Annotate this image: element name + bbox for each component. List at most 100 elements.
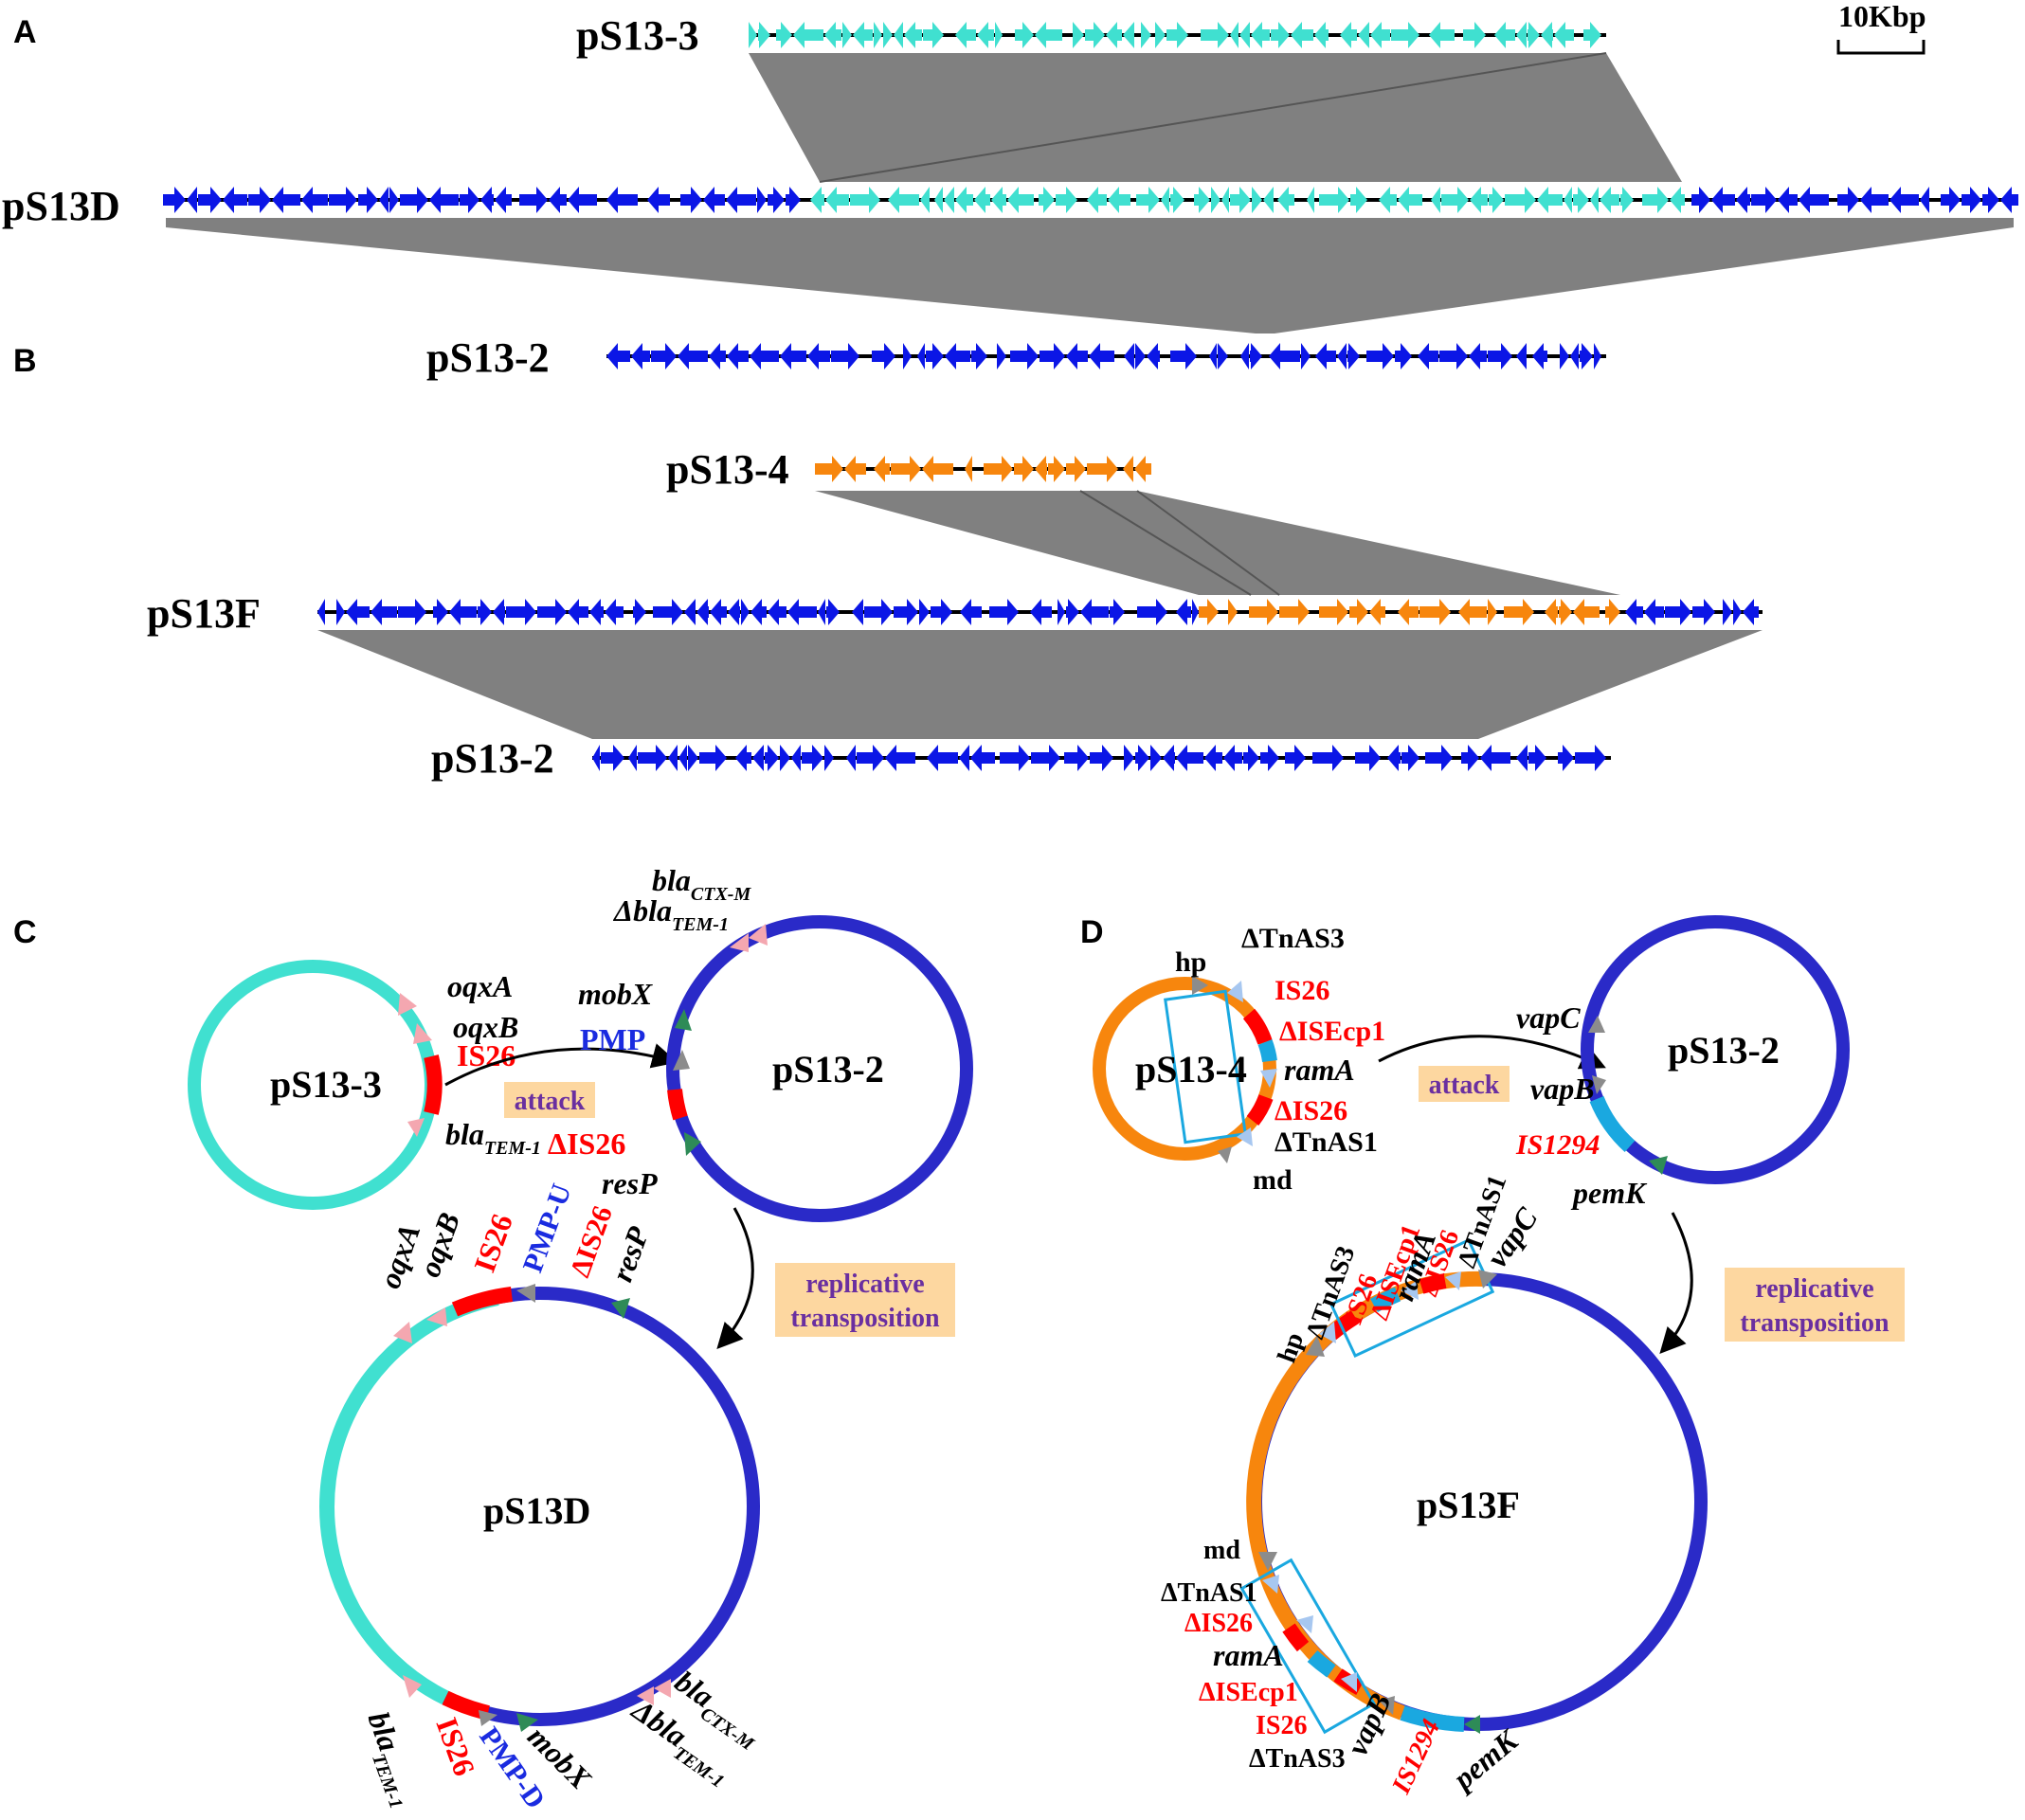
gene-arrow [1489,187,1504,213]
gene-arrow [1391,22,1419,48]
gene-arrow [1110,599,1125,625]
gene-label-is26: IS26 [467,1210,519,1277]
gene-arrow [223,187,247,213]
gene-arrow [1575,745,1606,771]
panel-label-d: D [1080,914,1104,950]
gene-arrow [429,187,459,213]
track-label-ps13f: pS13F [147,590,261,637]
gene-arrow [850,187,880,213]
gene-arrow [824,745,834,771]
scale-bar-label: 10Kbp [1838,0,1926,33]
gene-arrow [926,343,944,369]
gene-arrow [1554,22,1574,48]
gene-arrow [1170,343,1197,369]
gene-arrow [678,343,708,369]
gene-arrow [995,22,1003,48]
gene-arrow [857,745,884,771]
gene-arrow [568,187,597,213]
track-label-ps13-2-b: pS13-2 [431,735,554,782]
gene-arrow [991,187,1006,213]
gene-arrow [1134,456,1151,482]
gene-arrow [922,456,953,482]
gene-label-tnas3-b: ΔTnAS3 [1249,1744,1346,1774]
gene-arrow-oqxB [426,1307,447,1326]
gene-arrow [1379,187,1397,213]
gene-arrow [1251,22,1270,48]
gene-arrow [1277,187,1294,213]
gene-arrow [780,745,790,771]
gene-arrow [1711,187,1735,213]
gene-arrow [1243,745,1259,771]
gene-arrow [818,599,825,625]
is26-segment [1419,1273,1447,1294]
gene-arrow [787,599,817,625]
gene-arrow [1439,343,1468,369]
is26-segment [667,1089,688,1121]
gene-arrow-pemK [1464,1715,1480,1734]
gene-label-delta-is26-b: ΔIS26 [1184,1609,1253,1638]
gene-arrow [768,187,785,213]
gene-label-pemK: pemK [1444,1721,1526,1797]
gene-arrow [934,187,943,213]
gene-arrow [1014,456,1034,482]
gene-arrow [1941,187,1961,213]
gene-arrow-ramA [1260,1069,1277,1088]
panel-label-b: B [13,343,37,379]
gene-arrow [1419,599,1451,625]
gene-label-delta-bla: ΔblaTEM-1 [612,893,729,935]
gene-arrow [846,745,856,771]
gene-arrow-resP [684,1132,701,1156]
transposition-arrow [716,1207,754,1349]
gene-arrow [1692,599,1715,625]
gene-arrow [1228,599,1238,625]
gene-arrow [606,187,638,213]
gene-arrow [1441,187,1469,213]
gene-arrow [605,599,624,625]
gene-label-is26-b: IS26 [1256,1711,1307,1740]
gene-arrow-oqxB [413,1023,432,1044]
gene-label-is1294: IS1294 [1515,1129,1600,1161]
gene-arrow [1150,745,1162,771]
gene-arrow-md [1218,1146,1232,1163]
gene-arrow [757,187,767,213]
gene-arrow [1269,343,1300,369]
gene-arrow [1458,599,1487,625]
homology-block [815,491,1620,595]
gene-arrow-oqxA [398,993,417,1016]
gene-arrow [885,745,915,771]
gene-arrow [709,343,726,369]
gene-arrow [1090,745,1113,771]
gene-arrow [1039,187,1055,213]
gene-arrow [1463,22,1486,48]
gene-arrow [1545,599,1558,625]
gene-arrow [1301,343,1311,369]
gene-arrow [433,599,448,625]
gene-arrow [1230,22,1239,48]
gene-arrow [1135,745,1149,771]
gene-arrow [1199,599,1219,625]
gene-arrow [1209,343,1217,369]
gene-arrow [965,456,972,482]
gene-arrow [1590,187,1599,213]
gene-arrows-mixed [317,599,1759,625]
gene-arrow [1147,343,1160,369]
track-label-ps13-4: pS13-4 [666,446,789,493]
gene-arrow [248,187,271,213]
gene-label-vapB: vapB [1530,1072,1595,1106]
gene-arrows-cyan [749,22,1601,48]
gene-label-is26-b: IS26 [429,1713,481,1780]
gene-arrow [1642,187,1669,213]
gene-arrow [1355,745,1381,771]
gene-arrow-pmp-u [516,1284,535,1303]
gene-arrow [606,343,630,369]
gene-label-tnas1: ΔTnAS1 [1275,1126,1378,1158]
gene-arrow [680,187,702,213]
gene-arrow-oqxA [393,1322,412,1343]
gene-arrow [888,187,919,213]
gene-arrow [786,187,801,213]
gene-arrow [894,599,918,625]
gene-label-oqxB: oqxB [412,1208,467,1281]
gene-arrow [1030,599,1052,625]
gene-arrow [974,187,990,213]
is26-segment [1246,1093,1274,1126]
